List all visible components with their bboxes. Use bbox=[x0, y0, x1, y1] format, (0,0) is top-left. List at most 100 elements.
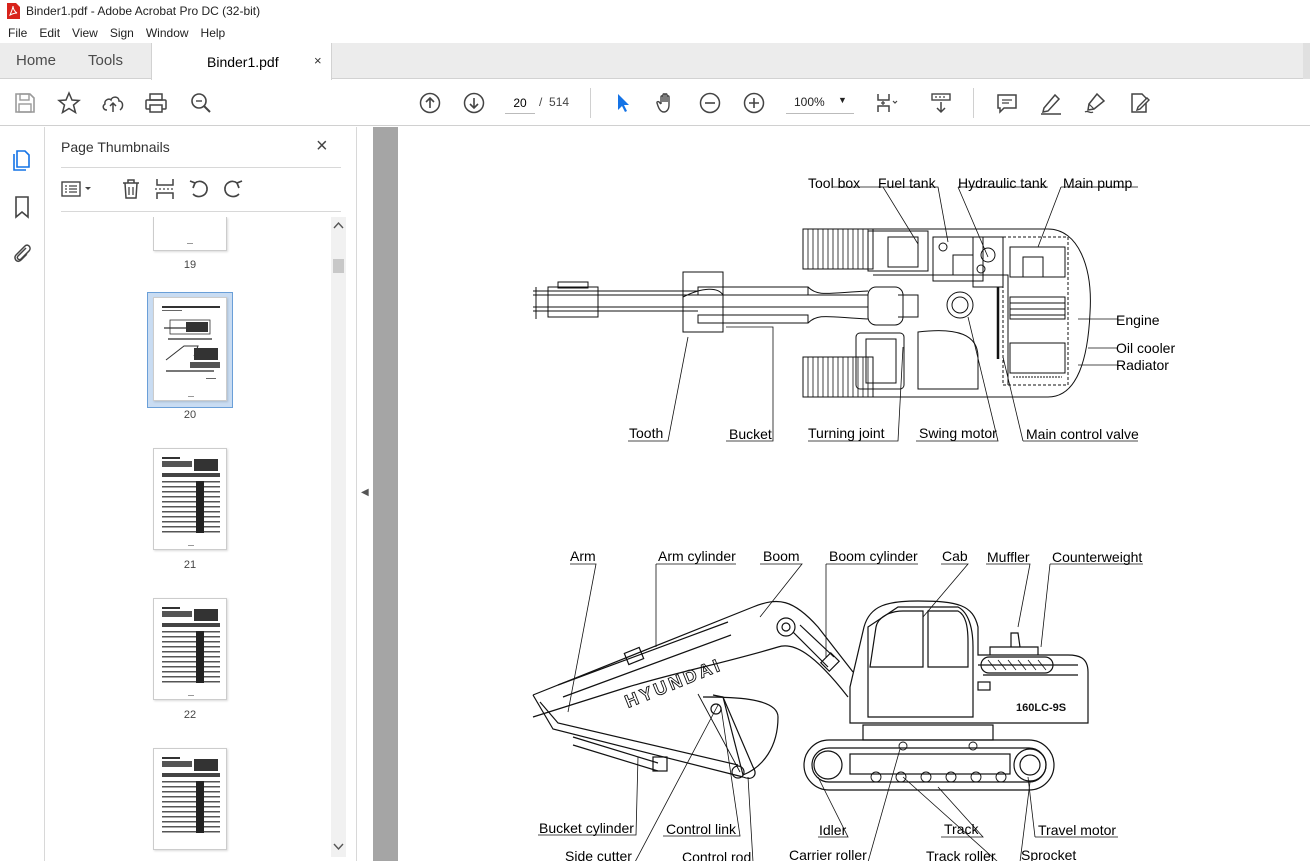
scroll-mode-icon[interactable] bbox=[928, 90, 954, 116]
label-control-link: Control link bbox=[666, 821, 737, 837]
label-tooth: Tooth bbox=[629, 425, 664, 441]
next-page-icon[interactable] bbox=[461, 90, 487, 116]
panel-divider bbox=[61, 167, 341, 168]
tab-overflow bbox=[1303, 43, 1310, 79]
label-bucket-cylinder: Bucket cylinder bbox=[539, 820, 634, 836]
delete-page-icon[interactable] bbox=[119, 177, 143, 201]
thumbnail-page-number: 21 bbox=[183, 559, 197, 571]
label-bucket: Bucket bbox=[729, 426, 772, 442]
scrollbar-thumb[interactable] bbox=[333, 259, 344, 273]
window-title: Binder1.pdf - Adobe Acrobat Pro DC (32-b… bbox=[26, 4, 261, 18]
collapse-panel-handle[interactable]: ◀ bbox=[356, 127, 372, 861]
top-view-drawing bbox=[533, 228, 1091, 398]
label-carrier-roller: Carrier roller bbox=[789, 847, 867, 861]
panel-divider bbox=[61, 211, 341, 212]
boom-brand-text: HYUNDAI bbox=[622, 655, 725, 712]
rotate-clockwise-icon[interactable] bbox=[221, 177, 245, 201]
close-panel-icon[interactable]: × bbox=[316, 135, 328, 157]
pdf-page: HYUNDAI 160LC-9S Tool box Fuel tank Hydr… bbox=[398, 127, 1310, 861]
pdf-app-icon bbox=[7, 3, 20, 19]
thumbnail-page[interactable] bbox=[153, 297, 227, 401]
label-side-cutter: Side cutter bbox=[565, 848, 632, 861]
page-thumbnails-icon[interactable] bbox=[10, 147, 34, 171]
label-sprocket: Sprocket bbox=[1021, 847, 1077, 861]
upload-cloud-icon[interactable] bbox=[100, 90, 126, 116]
thumbnail-preview bbox=[162, 306, 220, 397]
menu-file[interactable]: File bbox=[8, 25, 28, 40]
left-navigation-rail bbox=[0, 127, 45, 861]
label-boom: Boom bbox=[763, 548, 800, 564]
thumbnail-page-number: 19 bbox=[183, 259, 197, 271]
chevron-down-icon: ▼ bbox=[838, 95, 847, 105]
zoom-search-icon[interactable] bbox=[188, 90, 214, 116]
thumbnail-preview bbox=[162, 607, 220, 696]
page-separator: / bbox=[539, 95, 543, 109]
zoom-level-value: 100% bbox=[794, 95, 825, 109]
label-swing-motor: Swing motor bbox=[919, 425, 997, 441]
thumbnail-preview bbox=[162, 457, 220, 546]
thumbnail-preview bbox=[162, 757, 220, 833]
insert-page-icon[interactable] bbox=[153, 177, 177, 201]
page-number-input[interactable] bbox=[505, 92, 535, 114]
rotate-counterclockwise-icon[interactable] bbox=[187, 177, 211, 201]
label-engine: Engine bbox=[1116, 312, 1160, 328]
collapse-left-icon: ◀ bbox=[361, 487, 369, 498]
toolbar-divider bbox=[973, 88, 974, 118]
label-idler: Idler bbox=[819, 822, 847, 838]
zoom-in-icon[interactable] bbox=[741, 90, 767, 116]
label-arm-cylinder: Arm cylinder bbox=[658, 548, 736, 564]
thumbnail-page[interactable] bbox=[153, 598, 227, 700]
thumbnail-page-number: 22 bbox=[183, 709, 197, 721]
hand-tool-icon[interactable] bbox=[653, 90, 679, 116]
thumbnail-options-icon[interactable] bbox=[60, 177, 94, 201]
label-hydraulic-tank: Hydraulic tank bbox=[958, 175, 1047, 191]
label-track: Track bbox=[944, 821, 979, 837]
attachments-icon[interactable] bbox=[10, 241, 34, 265]
tab-home[interactable]: Home bbox=[16, 52, 57, 69]
tab-document-label: Binder1.pdf bbox=[207, 54, 279, 70]
model-badge: 160LC-9S bbox=[1016, 702, 1066, 714]
menu-sign[interactable]: Sign bbox=[109, 25, 134, 40]
title-bar: Binder1.pdf - Adobe Acrobat Pro DC (32-b… bbox=[0, 0, 1310, 22]
bookmarks-icon[interactable] bbox=[10, 195, 34, 219]
thumbnail-scrollbar[interactable] bbox=[331, 217, 346, 857]
fill-sign-icon[interactable] bbox=[1126, 90, 1152, 116]
close-tab-icon[interactable]: × bbox=[314, 53, 322, 68]
comment-icon[interactable] bbox=[994, 90, 1020, 116]
label-track-roller: Track roller bbox=[926, 848, 996, 861]
page-thumbnails-panel: Page Thumbnails × bbox=[46, 127, 356, 861]
document-viewport[interactable]: HYUNDAI 160LC-9S Tool box Fuel tank Hydr… bbox=[373, 127, 1310, 861]
zoom-level-select[interactable]: 100% ▼ bbox=[786, 92, 854, 114]
menu-window[interactable]: Window bbox=[145, 25, 189, 40]
side-view-drawing bbox=[532, 600, 1089, 791]
menu-view[interactable]: View bbox=[72, 25, 98, 40]
scroll-down-icon[interactable] bbox=[333, 841, 344, 851]
previous-page-icon[interactable] bbox=[417, 90, 443, 116]
page-fit-icon[interactable] bbox=[873, 90, 899, 116]
thumbnail-page[interactable] bbox=[153, 748, 227, 850]
menu-help[interactable]: Help bbox=[200, 25, 226, 40]
tab-tools[interactable]: Tools bbox=[88, 52, 124, 69]
bookmark-star-icon[interactable] bbox=[56, 90, 82, 116]
thumbnail-page[interactable] bbox=[153, 448, 227, 550]
toolbar-divider bbox=[590, 88, 591, 118]
tab-document[interactable]: Binder1.pdf × bbox=[151, 43, 332, 80]
label-counterweight: Counterweight bbox=[1052, 549, 1143, 565]
scroll-up-icon[interactable] bbox=[333, 221, 344, 231]
page-count: 514 bbox=[549, 95, 570, 109]
zoom-out-icon[interactable] bbox=[697, 90, 723, 116]
label-tool-box: Tool box bbox=[808, 175, 861, 191]
save-icon[interactable] bbox=[12, 90, 38, 116]
menu-edit[interactable]: Edit bbox=[39, 25, 61, 40]
label-control-rod: Control rod bbox=[682, 849, 752, 861]
excavator-diagram: HYUNDAI 160LC-9S bbox=[532, 186, 1143, 861]
thumbnail-page[interactable] bbox=[153, 217, 227, 251]
thumbnail-page-number: 20 bbox=[183, 409, 197, 421]
highlight-pen-icon[interactable] bbox=[1038, 90, 1064, 116]
print-icon[interactable] bbox=[143, 90, 169, 116]
main-toolbar: / 514 100% ▼ bbox=[0, 80, 1310, 126]
thumb-footer-mark bbox=[187, 243, 193, 244]
draw-sign-icon[interactable] bbox=[1082, 90, 1108, 116]
tab-bar: Home Tools Binder1.pdf × bbox=[0, 43, 1310, 80]
select-cursor-icon[interactable] bbox=[609, 90, 635, 116]
